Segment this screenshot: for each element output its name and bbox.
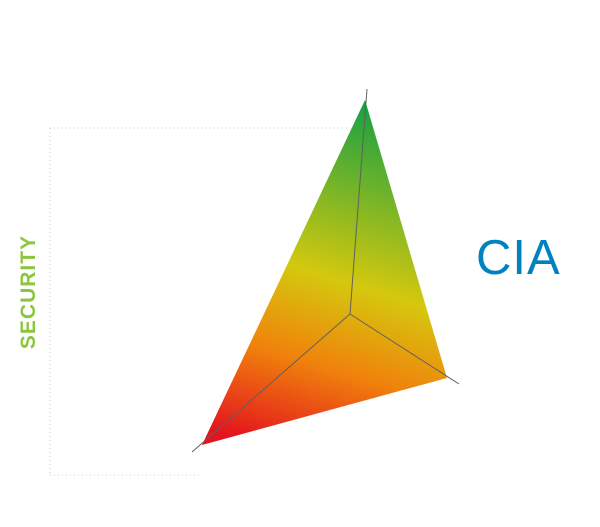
triangle-face [202,100,447,445]
pyramid-edges [191,88,460,453]
security-label: SECURITY [17,234,40,350]
edge-to-top-vertex [349,88,368,315]
edge-to-right-vertex [349,313,460,385]
guide-lines [49,127,370,476]
edge-to-left-vertex [191,313,351,453]
cia-label: CIA [476,231,561,285]
